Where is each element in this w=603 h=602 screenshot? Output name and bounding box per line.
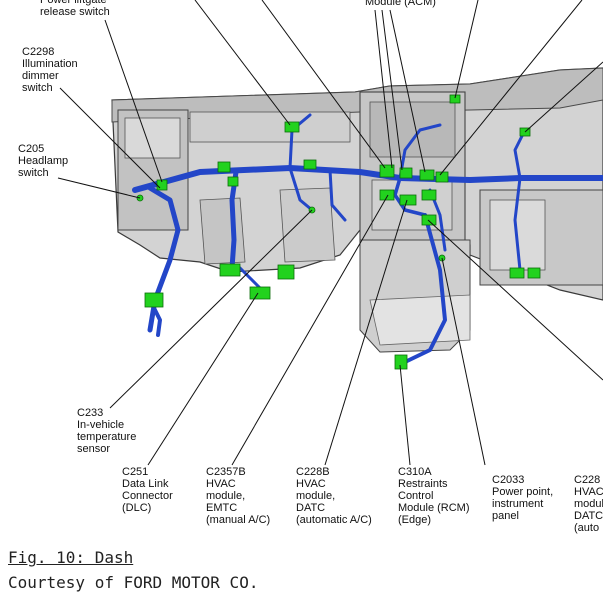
label-c251: C251 Data Link Connector (DLC) bbox=[122, 466, 173, 514]
connector bbox=[394, 354, 408, 370]
label-c233: C233 In-vehicle temperature sensor bbox=[77, 407, 137, 455]
connector bbox=[419, 169, 435, 181]
connector bbox=[249, 286, 271, 300]
connector bbox=[421, 189, 437, 201]
label-c205: C205 Headlamp switch bbox=[18, 143, 69, 179]
connector bbox=[527, 267, 541, 279]
connector bbox=[449, 94, 461, 104]
label-c228-cut: C228 HVAC module DATC (auto bbox=[574, 474, 603, 534]
figure-credit: Courtesy of FORD MOTOR CO. bbox=[8, 573, 259, 592]
label-c2357b: C2357B HVAC module, EMTC (manual A/C) bbox=[206, 466, 271, 526]
connector bbox=[399, 194, 417, 206]
connector bbox=[284, 121, 300, 133]
connector bbox=[509, 267, 525, 279]
label-c228b: C228B HVAC module, DATC (automatic A/C) bbox=[296, 466, 372, 526]
connector bbox=[219, 263, 241, 277]
connector bbox=[379, 164, 395, 178]
label-acm: Module (ACM) bbox=[365, 0, 436, 8]
connector bbox=[303, 159, 317, 170]
figure-caption: Fig. 10: Dash bbox=[8, 548, 134, 567]
connectors bbox=[136, 94, 541, 370]
leader-lines bbox=[57, 0, 603, 466]
dash-panel bbox=[111, 67, 603, 353]
connector bbox=[435, 171, 449, 183]
connector bbox=[399, 167, 413, 179]
label-power-liftgate-switch: Power liftgate release switch bbox=[40, 0, 110, 18]
connector bbox=[379, 189, 395, 201]
label-c2298: C2298 Illumination dimmer switch bbox=[22, 46, 78, 94]
connector bbox=[421, 214, 437, 226]
connector bbox=[227, 176, 239, 187]
label-c2033: C2033 Power point, instrument panel bbox=[492, 474, 554, 522]
connector bbox=[277, 264, 295, 280]
label-c310a: C310A Restraints Control Module (RCM) (E… bbox=[398, 466, 470, 526]
connector bbox=[144, 292, 164, 308]
connector bbox=[217, 161, 231, 173]
dash-wiring-diagram bbox=[57, 0, 603, 466]
